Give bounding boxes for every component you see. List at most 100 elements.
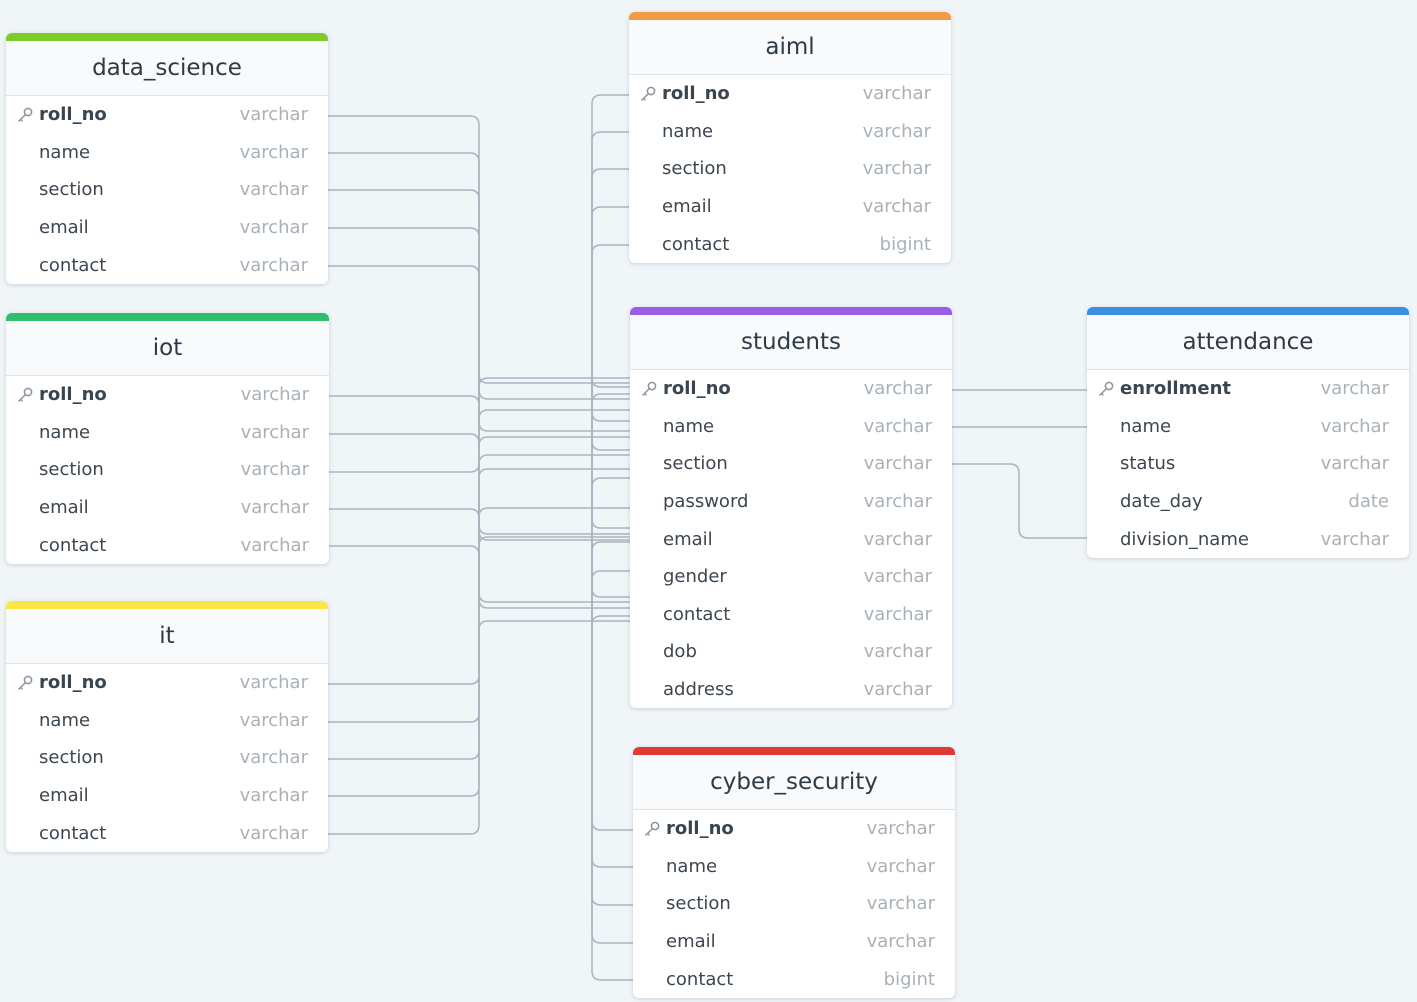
field-type: varchar bbox=[239, 822, 308, 844]
field-name: gender bbox=[663, 566, 727, 588]
field-type: bigint bbox=[883, 968, 935, 990]
field-type: varchar bbox=[1320, 415, 1389, 437]
field-name: name bbox=[39, 141, 91, 163]
relationship-line bbox=[591, 541, 633, 906]
relationship-line bbox=[329, 545, 630, 609]
field-type: varchar bbox=[863, 491, 932, 513]
field-type: varchar bbox=[863, 378, 932, 400]
field-name: contact bbox=[39, 822, 107, 844]
field-row[interactable]: contact bigint bbox=[633, 960, 955, 998]
field-name: dob bbox=[663, 641, 697, 663]
field-name: roll_no bbox=[39, 104, 107, 126]
relationship-line bbox=[328, 227, 630, 535]
field-row[interactable]: section varchar bbox=[630, 445, 952, 483]
table-title: it bbox=[6, 609, 328, 664]
field-type: varchar bbox=[862, 83, 931, 105]
field-type: varchar bbox=[862, 196, 931, 218]
field-row[interactable]: roll_no varchar bbox=[6, 96, 328, 134]
field-name: email bbox=[39, 217, 89, 239]
field-name: roll_no bbox=[39, 672, 107, 694]
field-name: email bbox=[666, 931, 716, 953]
field-name: section bbox=[663, 453, 728, 475]
field-name: name bbox=[39, 421, 91, 443]
field-name: section bbox=[666, 893, 731, 915]
field-type: varchar bbox=[863, 679, 932, 701]
table-color-bar bbox=[6, 313, 329, 321]
field-type: varchar bbox=[239, 179, 308, 201]
field-name: email bbox=[662, 196, 712, 218]
field-row[interactable]: email varchar bbox=[629, 188, 951, 226]
relationship-line bbox=[328, 189, 630, 432]
field-name: section bbox=[39, 459, 104, 481]
key-icon bbox=[639, 85, 657, 103]
table-color-bar bbox=[1087, 307, 1409, 315]
relationship-line bbox=[952, 463, 1087, 539]
field-type: varchar bbox=[863, 603, 932, 625]
key-icon bbox=[640, 380, 658, 398]
field-row[interactable]: gender varchar bbox=[630, 558, 952, 596]
relationship-line bbox=[329, 433, 630, 447]
field-name: contact bbox=[666, 968, 734, 990]
relationship-line bbox=[329, 508, 630, 541]
field-name: name bbox=[663, 415, 715, 437]
field-type: varchar bbox=[866, 818, 935, 840]
field-type: varchar bbox=[866, 931, 935, 953]
table-color-bar bbox=[6, 601, 328, 609]
field-type: varchar bbox=[240, 534, 309, 556]
field-name: name bbox=[39, 709, 91, 731]
field-name: contact bbox=[39, 254, 107, 276]
field-name: contact bbox=[662, 233, 730, 255]
field-type: varchar bbox=[239, 104, 308, 126]
field-type: varchar bbox=[863, 566, 932, 588]
field-type: varchar bbox=[862, 158, 931, 180]
key-icon bbox=[1097, 380, 1115, 398]
field-type: varchar bbox=[863, 528, 932, 550]
field-name: name bbox=[662, 120, 714, 142]
field-row[interactable]: email varchar bbox=[633, 923, 955, 961]
field-row[interactable]: contact varchar bbox=[6, 814, 328, 852]
field-type: varchar bbox=[863, 453, 932, 475]
